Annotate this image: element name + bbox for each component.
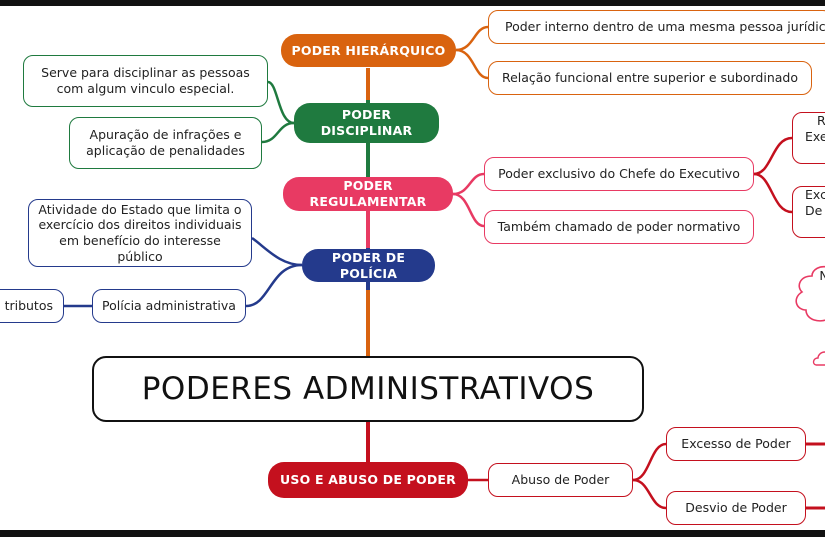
link-reg-sub-1 [753, 136, 793, 176]
link-uso-2 [632, 442, 667, 482]
link-uso-3 [632, 478, 667, 510]
leaf-uso-abuso-3[interactable]: Desvio de Poder [666, 491, 806, 525]
leaf-policia-1-label: Atividade do Estado que limita o exercíc… [38, 201, 242, 264]
central-topic[interactable]: PODERES ADMINISTRATIVOS [92, 356, 644, 422]
leaf-disciplinar-2-label: Apuração de infrações e aplicação de pen… [86, 127, 245, 158]
leaf-regulamentar-sub-1-line1: R [817, 113, 825, 128]
link-pol-1 [251, 236, 303, 267]
leaf-uso-abuso-1[interactable]: Abuso de Poder [488, 463, 633, 497]
link-disc-2 [261, 121, 295, 144]
leaf-regulamentar-1[interactable]: Poder exclusivo do Chefe do Executivo [484, 157, 754, 191]
leaf-regulamentar-1-label: Poder exclusivo do Chefe do Executivo [498, 166, 740, 182]
central-topic-label: PODERES ADMINISTRATIVOS [141, 370, 595, 407]
link-reg-1 [452, 172, 485, 196]
leaf-uso-abuso-2-label: Excesso de Poder [681, 436, 791, 452]
leaf-regulamentar-2-label: Também chamado de poder normativo [497, 219, 741, 235]
branch-disciplinar-label: PODER DISCIPLINAR [320, 107, 413, 138]
branch-uso-abuso-label: USO E ABUSO DE PODER [280, 472, 456, 488]
leaf-regulamentar-sub-2-line1: Exc [805, 187, 825, 202]
branch-regulamentar-label: PODER REGULAMENTAR [309, 178, 427, 209]
link-hier-1 [455, 25, 489, 52]
leaf-policia-3-label: tributos [4, 298, 53, 314]
branch-policia[interactable]: PODER DE POLÍCIA [302, 249, 435, 282]
leaf-uso-abuso-1-label: Abuso de Poder [511, 472, 610, 488]
leaf-policia-1[interactable]: Atividade do Estado que limita o exercíc… [28, 199, 252, 267]
cloud-shape [795, 265, 825, 322]
cloud-text: N [818, 268, 825, 284]
branch-regulamentar[interactable]: PODER REGULAMENTAR [283, 177, 453, 211]
branch-disciplinar[interactable]: PODER DISCIPLINAR [294, 103, 439, 143]
branch-hierarquico[interactable]: PODER HIERÁRQUICO [281, 34, 456, 67]
small-cloud-icon [812, 351, 825, 366]
branch-uso-abuso[interactable]: USO E ABUSO DE PODER [268, 462, 468, 498]
leaf-disciplinar-1-label: Serve para disciplinar as pessoas com al… [41, 65, 250, 96]
leaf-policia-3[interactable]: tributos [0, 289, 64, 323]
leaf-uso-abuso-3-label: Desvio de Poder [685, 500, 787, 516]
leaf-disciplinar-1[interactable]: Serve para disciplinar as pessoas com al… [23, 55, 268, 107]
leaf-disciplinar-2[interactable]: Apuração de infrações e aplicação de pen… [69, 117, 262, 169]
branch-policia-label: PODER DE POLÍCIA [331, 249, 406, 281]
leaf-regulamentar-2[interactable]: Também chamado de poder normativo [484, 210, 754, 244]
branch-hierarquico-label: PODER HIERÁRQUICO [291, 42, 446, 58]
leaf-policia-2-label: Polícia administrativa [102, 298, 236, 314]
leaf-regulamentar-sub-2-line2: De [805, 202, 823, 218]
leaf-hierarquico-2-label: Relação funcional entre superior e subor… [501, 70, 798, 86]
leaf-regulamentar-sub-2[interactable]: Exc De [792, 186, 825, 238]
cloud-text-label: N [819, 268, 825, 284]
leaf-hierarquico-1-label: Poder interno dentro de uma mesma pessoa… [505, 19, 825, 35]
leaf-hierarquico-1[interactable]: Poder interno dentro de uma mesma pessoa… [488, 10, 825, 44]
leaf-policia-2[interactable]: Polícia administrativa [92, 289, 246, 323]
leaf-regulamentar-sub-1[interactable]: R Exe [792, 112, 825, 164]
leaf-uso-abuso-2[interactable]: Excesso de Poder [666, 427, 806, 461]
leaf-regulamentar-sub-1-line2: Exe [805, 128, 825, 144]
link-reg-2 [452, 192, 485, 228]
link-pol-2 [245, 263, 303, 308]
leaf-hierarquico-2[interactable]: Relação funcional entre superior e subor… [488, 61, 812, 95]
link-hier-2 [455, 48, 489, 80]
link-reg-sub-2 [753, 172, 793, 214]
link-disc-1 [267, 80, 295, 125]
